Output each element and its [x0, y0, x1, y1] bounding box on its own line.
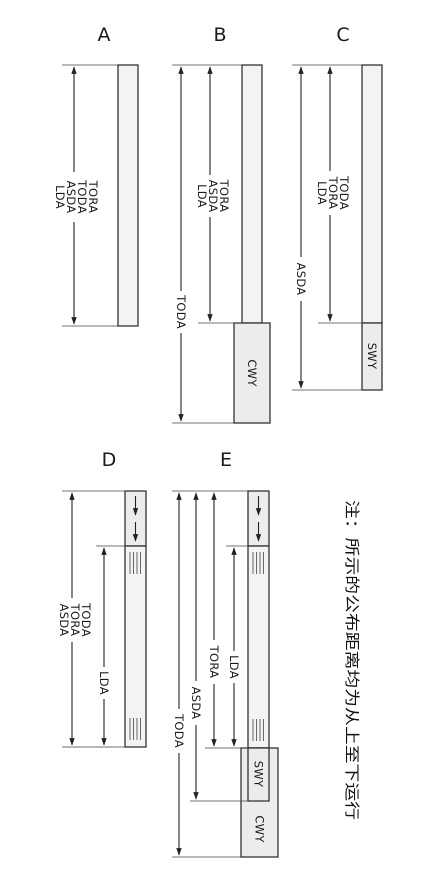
panel-b-label-lda: LDA: [195, 184, 209, 208]
panel-d-label-asda: ASDA: [57, 604, 71, 637]
panel-e-cwy-label-group: CWY: [253, 815, 267, 843]
panel-a-label-lda: LDA: [53, 185, 67, 209]
panel-c: C SWY TODA TORA LDA ASDA: [292, 24, 383, 391]
panel-b-label-toda: TODA: [174, 294, 188, 329]
panel-d-letter: D: [102, 449, 117, 471]
panel-d-lda-mask: [97, 667, 111, 699]
panel-d-label-tora: TORA: [68, 603, 82, 637]
panel-e-tora-mask: [207, 640, 221, 684]
panel-a-label-tora: TORA: [86, 180, 100, 214]
panel-c-label-asda: ASDA: [294, 263, 308, 296]
panel-c-label-toda: TODA: [337, 175, 351, 210]
panel-e-toda-label-group: TODA: [172, 713, 186, 748]
panel-e-lda-label-group: LDA: [227, 655, 241, 679]
panel-d-threshold-markings-bottom: [129, 718, 141, 740]
panel-c-asda-mask: [294, 257, 308, 301]
panel-e-swy-label-group: SWY: [252, 761, 266, 788]
panel-b-label-group: TORA ASDA LDA: [195, 179, 231, 213]
panel-e-tora-label-group: TORA: [207, 645, 221, 679]
panel-b-letter: B: [213, 24, 226, 46]
panel-a-label-asda: ASDA: [64, 181, 78, 214]
panel-e-label-tora: TORA: [207, 645, 221, 679]
panel-b-cwy-label: CWY: [245, 359, 259, 387]
panel-d: D TODA TORA ASDA LDA: [52, 449, 147, 748]
panel-b-cwy-label-group: CWY: [245, 359, 259, 387]
panel-c-stopway: [361, 322, 383, 391]
panel-e: E SWY CWY: [172, 449, 279, 858]
panel-c-label-lda: LDA: [315, 181, 329, 205]
panel-a-label-mask: [52, 172, 96, 222]
panel-e-threshold-markings-bottom: [252, 719, 264, 741]
panel-d-runway: [124, 545, 147, 748]
panel-c-label-tora: TORA: [326, 176, 340, 210]
panel-e-lda-mask: [227, 651, 241, 683]
note-text: 注：所示的公布距离均为从上至下运行: [343, 500, 361, 820]
panel-d-lda-label-group: LDA: [97, 671, 111, 695]
panel-e-asda-label-group: ASDA: [189, 687, 203, 720]
panel-b-label-mask: [190, 175, 230, 217]
panel-a-runway: [117, 64, 139, 327]
panel-c-asda-label-group: ASDA: [294, 263, 308, 296]
panel-e-label-lda: LDA: [227, 655, 241, 679]
panel-c-runway: [361, 64, 383, 324]
panel-e-letter: E: [220, 449, 232, 471]
panel-c-label-group: TODA TORA LDA: [315, 175, 351, 210]
panel-e-toda-mask: [172, 709, 186, 753]
panel-a: A TORA TODA ASDA LDA: [52, 24, 139, 327]
panel-e-stopway: [247, 747, 270, 802]
panel-a-letter: A: [98, 24, 111, 46]
panel-d-label-mask: [52, 598, 92, 642]
panel-b-label-tora: TORA: [217, 179, 231, 213]
panel-c-label-mask: [310, 171, 350, 215]
panel-c-swy-label-group: SWY: [365, 343, 379, 370]
panel-e-runway: [247, 545, 270, 749]
panel-e-asda-mask: [189, 681, 203, 725]
panel-e-swy-label: SWY: [252, 761, 266, 788]
panel-b-runway: [241, 64, 263, 324]
panel-c-swy-label: SWY: [365, 343, 379, 370]
panel-e-cwy-label: CWY: [253, 815, 267, 843]
panel-d-threshold-markings-top: [129, 552, 141, 574]
panel-e-label-asda: ASDA: [189, 687, 203, 720]
panel-a-label-toda: TODA: [75, 179, 89, 214]
panel-b: B CWY TORA ASDA LDA TODA: [172, 24, 271, 424]
panel-d-label-group: TODA TORA ASDA: [57, 602, 93, 637]
note-group: 注：所示的公布距离均为从上至下运行: [343, 500, 361, 820]
panel-d-label-toda: TODA: [79, 602, 93, 637]
panel-b-toda-mask: [174, 291, 188, 333]
panel-d-label-lda: LDA: [97, 671, 111, 695]
panel-b-clearway: [233, 322, 271, 424]
panel-b-toda-label-group: TODA: [174, 294, 188, 329]
panel-a-label-group: TORA TODA ASDA LDA: [53, 179, 100, 214]
panel-e-label-toda: TODA: [172, 713, 186, 748]
panel-c-letter: C: [336, 24, 349, 46]
panel-b-label-asda: ASDA: [206, 180, 220, 213]
panel-e-threshold-markings-top: [252, 552, 264, 574]
